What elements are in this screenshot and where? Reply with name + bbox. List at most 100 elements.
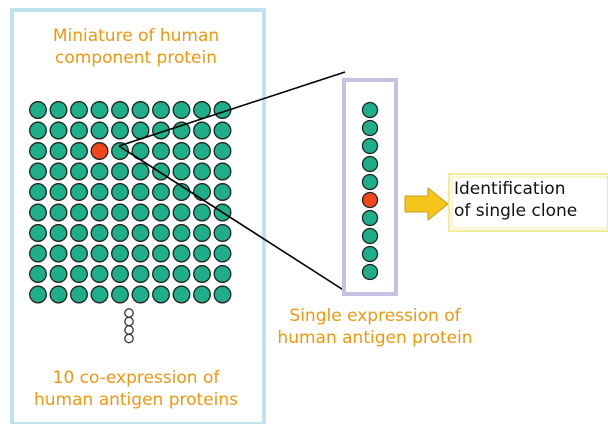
- grid-dot: [111, 203, 129, 222]
- grid-dot: [70, 183, 88, 201]
- grid-dot: [193, 265, 211, 283]
- grid-dot: [49, 162, 68, 181]
- left-footer-line2: human antigen proteins: [34, 390, 238, 410]
- grid-dot: [172, 265, 191, 283]
- grid-dot: [213, 285, 232, 304]
- grid-dot: [70, 224, 88, 242]
- grid-dot: [29, 162, 47, 181]
- grid-dot: [172, 101, 191, 119]
- grid-dot: [131, 265, 150, 283]
- strip-dot: [361, 137, 379, 155]
- strip-dot: [361, 209, 379, 227]
- grid-dot: [111, 121, 129, 140]
- protein-grid: [29, 101, 232, 304]
- grid-dot: [193, 121, 211, 140]
- grid-dot: [213, 224, 232, 242]
- grid-dot: [70, 101, 88, 119]
- grid-dot: [213, 142, 232, 160]
- result-line2: of single clone: [454, 201, 578, 221]
- grid-dot: [193, 101, 211, 119]
- grid-dot: [49, 101, 68, 119]
- grid-dot: [29, 224, 47, 242]
- grid-dot: [172, 203, 191, 222]
- grid-dot: [193, 203, 211, 222]
- grid-dot-highlight: [90, 142, 109, 160]
- result-frame-inner: [451, 176, 608, 229]
- grid-dot: [152, 203, 170, 222]
- grid-dot: [90, 162, 109, 181]
- grid-dot: [90, 224, 109, 242]
- overflow-dot: [124, 333, 134, 344]
- grid-dot: [193, 244, 211, 263]
- grid-dot: [49, 285, 68, 304]
- grid-dot: [131, 183, 150, 201]
- grid-dot: [70, 244, 88, 263]
- grid-dot: [152, 224, 170, 242]
- result-frame: [448, 173, 608, 232]
- grid-dot: [111, 224, 129, 242]
- grid-dot: [193, 162, 211, 181]
- grid-dot: [29, 285, 47, 304]
- grid-dot: [90, 101, 109, 119]
- grid-dot: [152, 101, 170, 119]
- grid-dot: [131, 285, 150, 304]
- grid-dot: [29, 101, 47, 119]
- grid-dot: [111, 142, 129, 160]
- grid-dot: [172, 121, 191, 140]
- strip-dot: [361, 263, 379, 281]
- single-strip: [361, 101, 379, 281]
- overflow-dot: [124, 308, 134, 318]
- strip-dot: [361, 227, 379, 245]
- strip-dot: [361, 155, 379, 173]
- grid-dot: [213, 265, 232, 283]
- result-label: Identification of single clone: [454, 178, 608, 222]
- grid-dot: [29, 203, 47, 222]
- grid-dot: [172, 224, 191, 242]
- grid-dot: [213, 121, 232, 140]
- grid-dot: [90, 203, 109, 222]
- grid-dot: [131, 244, 150, 263]
- strip-dot: [361, 119, 379, 137]
- grid-dot: [29, 265, 47, 283]
- overflow-dot: [124, 316, 134, 327]
- grid-dot: [70, 265, 88, 283]
- grid-dot: [193, 142, 211, 160]
- grid-dot: [90, 183, 109, 201]
- grid-dot: [111, 162, 129, 181]
- grid-dot: [70, 162, 88, 181]
- arrow-icon: [404, 186, 449, 222]
- grid-dot: [152, 265, 170, 283]
- grid-dot: [90, 121, 109, 140]
- grid-dot: [70, 285, 88, 304]
- strip-dot: [361, 245, 379, 263]
- grid-dot: [111, 101, 129, 119]
- grid-dot: [152, 244, 170, 263]
- grid-dot: [172, 244, 191, 263]
- grid-dot: [70, 142, 88, 160]
- strip-dot-highlight: [361, 191, 379, 209]
- grid-dot: [213, 183, 232, 201]
- grid-dot: [49, 265, 68, 283]
- grid-dot: [131, 224, 150, 242]
- zoom-line-top: [118, 71, 346, 147]
- grid-dot: [29, 142, 47, 160]
- left-panel-title: Miniature of human component protein: [12, 25, 260, 69]
- strip-frame: [342, 78, 398, 296]
- grid-dot: [213, 244, 232, 263]
- grid-dot: [70, 203, 88, 222]
- grid-dot: [193, 224, 211, 242]
- grid-dot: [49, 142, 68, 160]
- left-title-line2: component protein: [54, 48, 217, 68]
- grid-dot: [152, 285, 170, 304]
- overflow-dot: [124, 325, 134, 335]
- grid-dot: [90, 285, 109, 304]
- left-title-line1: Miniature of human: [52, 26, 220, 46]
- grid-dot: [111, 285, 129, 304]
- grid-dot: [152, 121, 170, 140]
- grid-dot: [70, 121, 88, 140]
- grid-dot: [193, 285, 211, 304]
- grid-dot: [172, 142, 191, 160]
- grid-dot: [49, 183, 68, 201]
- grid-dot: [172, 162, 191, 181]
- single-expression-line1: Single expression of: [289, 306, 461, 326]
